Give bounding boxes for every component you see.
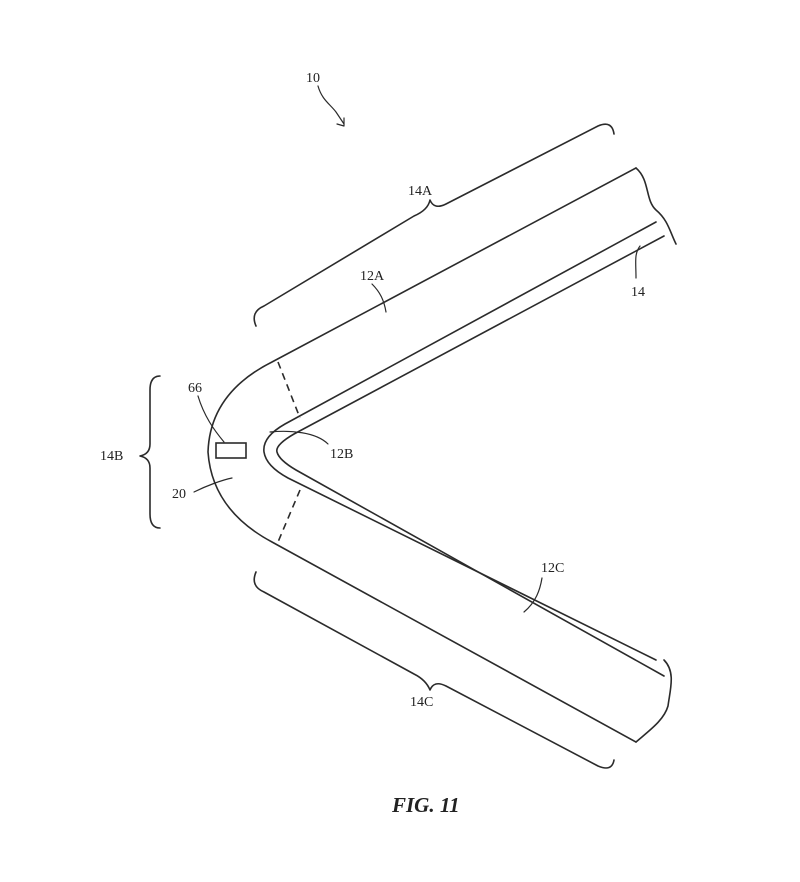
bend-boundary-top bbox=[277, 361, 301, 419]
figure-caption: FIG. 11 bbox=[391, 793, 460, 817]
bend-boundary-bottom bbox=[277, 489, 301, 543]
leader-10 bbox=[317, 85, 345, 125]
label-12b: 12B bbox=[330, 447, 353, 462]
label-14b: 14B bbox=[100, 449, 123, 464]
bracket-14b bbox=[139, 375, 161, 529]
leader-14 bbox=[635, 245, 641, 279]
outer-housing-edge bbox=[207, 167, 637, 743]
label-20: 20 bbox=[172, 487, 186, 502]
label-12c: 12C bbox=[541, 561, 564, 576]
label-14a: 14A bbox=[408, 184, 433, 199]
break-line-bottom bbox=[635, 659, 673, 743]
break-line-top bbox=[635, 167, 677, 245]
label-14c: 14C bbox=[410, 695, 433, 710]
leader-20 bbox=[193, 477, 233, 493]
label-14: 14 bbox=[631, 285, 645, 300]
component-66 bbox=[215, 442, 247, 459]
bracket-14c bbox=[253, 571, 615, 769]
leader-66 bbox=[197, 395, 225, 443]
label-10: 10 bbox=[306, 71, 320, 86]
label-66: 66 bbox=[188, 381, 202, 396]
leader-12c bbox=[523, 577, 543, 613]
display-inner-edge bbox=[263, 221, 657, 661]
housing-inner-edge bbox=[276, 235, 665, 677]
device-body bbox=[207, 167, 677, 743]
leader-10-arrow bbox=[336, 117, 345, 127]
leader-12b bbox=[269, 430, 329, 445]
leader-12a bbox=[371, 283, 387, 313]
label-12a: 12A bbox=[360, 269, 385, 284]
bracket-14a bbox=[253, 123, 615, 327]
